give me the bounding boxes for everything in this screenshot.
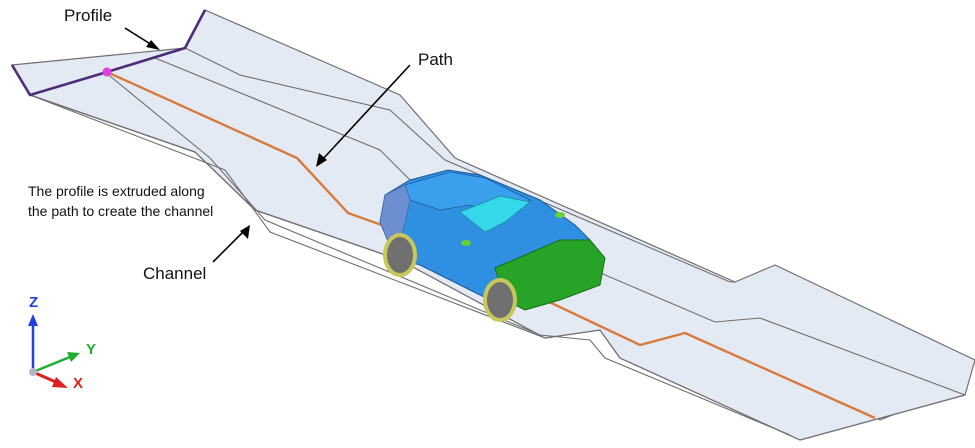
channel-floor-left-edge — [29, 71, 791, 436]
path-arrowhead — [316, 153, 327, 167]
car — [379, 169, 606, 322]
y-axis-head — [67, 352, 80, 362]
car-mirror — [461, 240, 471, 246]
car-front-wheel — [483, 278, 517, 322]
triad-origin — [29, 368, 37, 376]
car-windshield — [459, 195, 531, 233]
channel-floor-right-edge — [184, 47, 735, 283]
channel-side-edge-lower — [29, 94, 546, 339]
channel-arrow — [212, 230, 245, 263]
extrusion-note: The profile is extruded along the path t… — [28, 183, 214, 219]
y-axis-label: Y — [86, 341, 97, 358]
car-rear-wheel — [383, 233, 417, 277]
axis-triad — [28, 314, 80, 388]
path-label: Path — [418, 50, 453, 69]
z-axis-head — [28, 314, 38, 326]
profile-arrow — [124, 27, 153, 46]
y-axis — [32, 355, 71, 374]
channel-arrowhead — [240, 225, 250, 239]
car-mirror-far — [555, 212, 565, 218]
x-axis-label: X — [73, 375, 84, 392]
profile-arrowhead — [146, 40, 160, 50]
x-axis — [32, 370, 59, 385]
channel-label: Channel — [143, 264, 207, 283]
profile-point — [102, 67, 112, 77]
path-arrow — [321, 64, 411, 161]
z-axis-label: Z — [29, 294, 39, 311]
profile-label: Profile — [64, 6, 113, 25]
x-axis-head — [52, 377, 68, 388]
annotation-arrows — [124, 27, 411, 263]
profile — [10, 9, 207, 97]
